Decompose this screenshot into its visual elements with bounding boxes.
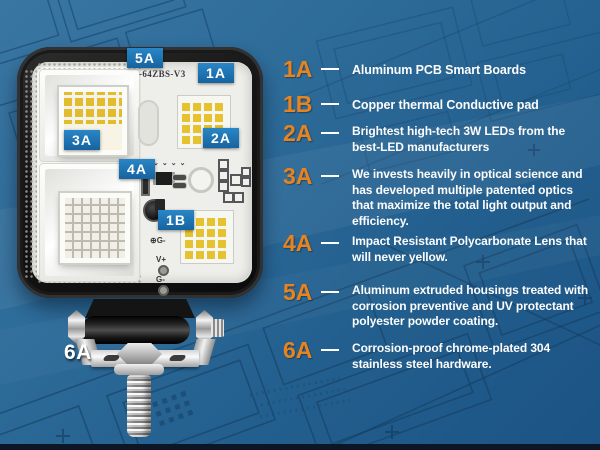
threaded-stub (211, 319, 224, 337)
feature-row-2a: 2A Brightest high-tech 3W LEDs from the … (283, 121, 595, 155)
feature-dash (321, 242, 339, 244)
callout-1b: 1B (158, 210, 194, 230)
feature-id-5a: 5A (283, 279, 313, 305)
pcb-marking-text: -64ZBS-V3 (139, 69, 186, 79)
feature-text-2a: Brightest high-tech 3W LEDs from the bes… (352, 124, 566, 154)
mount-tabs (85, 299, 195, 318)
hex-nut-right (196, 310, 213, 344)
round-pad (188, 167, 214, 193)
hex-nut-left (68, 310, 85, 344)
smd-pad (241, 167, 251, 177)
callout-6a: 6A (64, 341, 92, 364)
smd-pad (233, 192, 244, 203)
feature-row-1b: 1B Copper thermal Conductive pad (283, 92, 595, 116)
bracket-slot (102, 355, 121, 361)
pcb-check-marks: ⌄⌄⌄⌄ (153, 160, 189, 167)
terminal-negative-label: G- (156, 275, 165, 284)
smd-pad (218, 170, 229, 181)
feature-dash (321, 175, 339, 177)
feature-row-4a: 4A Impact Resistant Polycarbonate Lens t… (283, 231, 595, 265)
smd-pad (241, 177, 251, 187)
bracket-slot (168, 355, 187, 361)
feature-row-1a: 1A Aluminum PCB Smart Boards (283, 57, 595, 81)
bezel-serration-top (37, 62, 141, 69)
washer (114, 364, 164, 375)
pcb-ground-marking: ⊕G- (150, 236, 166, 245)
feature-dash (321, 132, 339, 134)
feature-dash (321, 68, 339, 70)
led-work-light-product-image: -64ZBS-V3 ⌄⌄⌄⌄ ⊕G- V+ G- (17, 47, 263, 447)
feature-text-3a: We invests heavily in optical science an… (352, 167, 583, 228)
feature-id-1a: 1A (283, 56, 313, 82)
feature-dash (321, 103, 339, 105)
feature-id-3a: 3A (283, 163, 313, 189)
pcb-cutout (138, 100, 159, 146)
terminal-positive-label: V+ (156, 255, 167, 264)
bezel-serration-left (24, 69, 37, 279)
feature-id-2a: 2A (283, 120, 313, 146)
threaded-bolt (127, 375, 151, 437)
transistor (155, 199, 165, 211)
feature-id-1b: 1B (283, 91, 313, 117)
callout-5a: 5A (127, 48, 163, 68)
feature-row-3a: 3A We invests heavily in optical science… (283, 164, 595, 229)
pivot-cylinder (81, 316, 190, 344)
feature-text-4a: Impact Resistant Polycarbonate Lens that… (352, 234, 587, 264)
feature-row-6a: 6A Corrosion-proof chrome-plated 304 sta… (283, 338, 595, 372)
terminal-pad (158, 285, 169, 296)
callout-2a: 2A (203, 128, 239, 148)
feature-dash (321, 349, 339, 351)
resistor (173, 183, 186, 188)
led-array-lens-bottom (60, 193, 130, 263)
feature-text-1a: Aluminum PCB Smart Boards (352, 63, 526, 77)
callout-1a: 1A (198, 63, 234, 83)
feature-dash (321, 291, 339, 293)
smd-pad (218, 159, 229, 170)
smd-component (141, 177, 150, 196)
hex-bolt-head (117, 343, 162, 365)
feature-id-4a: 4A (283, 230, 313, 256)
callout-3a: 3A (64, 130, 100, 150)
features-list: 1A Aluminum PCB Smart Boards 1B Copper t… (283, 0, 595, 450)
feature-text-1b: Copper thermal Conductive pad (352, 98, 539, 112)
feature-text-6a: Corrosion-proof chrome-plated 304 stainl… (352, 341, 551, 371)
terminal-pad (158, 265, 169, 276)
ic-chip (153, 172, 175, 185)
feature-row-5a: 5A Aluminum extruded housings treated wi… (283, 280, 595, 330)
feature-text-5a: Aluminum extruded housings treated with … (352, 283, 589, 328)
reflector-module-bottom (39, 163, 140, 282)
resistor (173, 175, 186, 180)
callout-4a: 4A (119, 159, 155, 179)
feature-id-6a: 6A (283, 337, 313, 363)
smd-pad (218, 181, 229, 192)
